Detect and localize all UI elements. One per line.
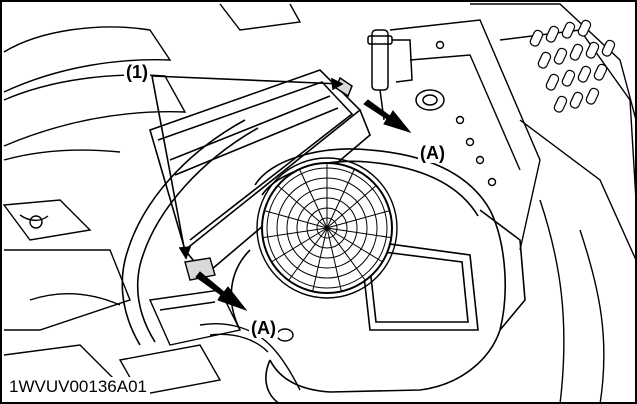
direction-arrow-icon — [363, 99, 412, 133]
seat-frame — [2, 3, 302, 396]
leader-line — [151, 75, 344, 260]
callout-direction-a-upper: (A) — [418, 143, 447, 163]
callout-direction-a-lower: (A) — [249, 318, 278, 338]
right-rail — [389, 19, 541, 251]
vent-slots — [529, 19, 616, 113]
callout-part-1: (1) — [124, 62, 150, 82]
handle-bar — [121, 119, 259, 346]
fan-guard-grille — [256, 157, 398, 299]
side-panel — [470, 3, 637, 404]
direction-arrow-icon — [195, 271, 248, 312]
figure-id: 1WVUV00136A01 — [6, 377, 150, 397]
